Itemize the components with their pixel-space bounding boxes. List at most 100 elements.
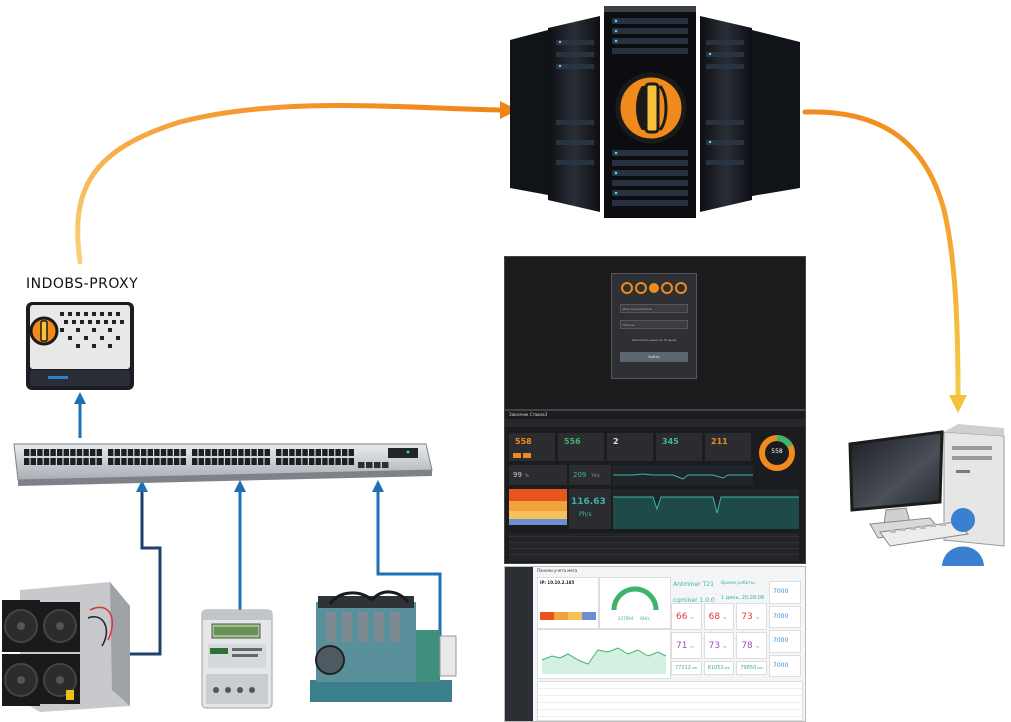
- arrow-server-to-client: [802, 109, 967, 413]
- switch-port: [282, 458, 288, 465]
- switch-port: [289, 458, 295, 465]
- switch-port: [335, 458, 341, 465]
- fan-row: 77212 RPM 81052 RPM 79650 RPM: [671, 661, 768, 675]
- fan-card: 81052 RPM: [703, 661, 735, 675]
- status-bars: [509, 489, 567, 529]
- switch-port: [322, 458, 328, 465]
- temp-unit: °C: [722, 616, 727, 620]
- switch-port: [238, 449, 244, 456]
- uptime-value: 1 день, 20:28:06: [721, 595, 765, 601]
- switch-port: [218, 449, 224, 456]
- link-generator-to-switch: [372, 480, 442, 640]
- dashboard-title: Заказчик СтавлаЗ: [509, 412, 548, 417]
- switch-port: [328, 449, 335, 456]
- sfp-port: [382, 462, 389, 468]
- switch-port: [43, 449, 50, 456]
- kpi-value: 211: [711, 437, 728, 446]
- fan-card: 77212 RPM: [671, 661, 702, 675]
- login-dialog: Имя пользователя Пароль Запомнить меня н…: [611, 273, 697, 379]
- efficiency-unit: %: [525, 473, 529, 478]
- device-title: Панели учета мега: [537, 568, 578, 573]
- fan-unit: RPM: [757, 667, 763, 670]
- switch-port: [192, 449, 198, 456]
- login-button[interactable]: Войти: [620, 352, 688, 362]
- hashrate-big-value: 116.63: [571, 497, 606, 507]
- switch-port: [315, 458, 321, 465]
- temp-card: 68 °C: [703, 603, 735, 630]
- switch-port: [244, 449, 251, 456]
- info-card: IP: 10.10.2.185: [537, 577, 599, 629]
- switch-port: [315, 449, 321, 456]
- switch-port: [147, 458, 153, 465]
- switch-port: [348, 458, 354, 465]
- kpi-value: 345: [662, 437, 679, 446]
- switch-port: [174, 449, 180, 456]
- device-sidebar: [505, 567, 533, 721]
- switch-port: [231, 449, 237, 456]
- ip-label: IP: 10.10.2.185: [540, 580, 575, 585]
- fan-speed-card: 7000: [769, 605, 801, 628]
- switch-port: [24, 449, 30, 456]
- switch-port: [57, 458, 63, 465]
- temp-unit: °C: [755, 645, 759, 649]
- switch-port: [108, 458, 114, 465]
- kpi-value: 558: [515, 437, 532, 446]
- switch-port: [30, 458, 36, 465]
- switch-port: [96, 458, 102, 465]
- switch-port: [141, 449, 147, 456]
- temp-unit: °C: [690, 645, 694, 649]
- switch-ports: [24, 449, 389, 468]
- switch-port: [147, 449, 153, 456]
- hashrate-chart-main: [613, 489, 799, 529]
- switch-port: [83, 458, 89, 465]
- gauge-value: 237094: [618, 616, 634, 621]
- client-computer-icon: [848, 424, 1005, 566]
- dashboard-screenshot: Заказчик СтавлаЗ 558 556 2 345 211 558 9…: [504, 410, 806, 564]
- password-field[interactable]: Пароль: [620, 320, 688, 329]
- fan-speed-value: 7000: [773, 637, 789, 644]
- remember-checkbox[interactable]: Запомнить меня на 30 дней: [631, 338, 677, 342]
- hashrate-big-card: 116.63 Ph/s: [569, 489, 611, 529]
- username-field[interactable]: Имя пользователя: [620, 304, 688, 313]
- switch-port: [167, 449, 173, 456]
- switch-port: [322, 449, 328, 456]
- fan-value: 81052: [707, 665, 724, 671]
- device-log-table: [537, 681, 803, 721]
- fan-value: 77212: [675, 665, 691, 671]
- kpi-value: 2: [613, 437, 619, 446]
- login-screenshot: Имя пользователя Пароль Запомнить меня н…: [504, 256, 806, 410]
- dashboard-tabs: [505, 419, 805, 427]
- logo-glyphs: [620, 280, 688, 296]
- switch-port: [127, 449, 134, 456]
- switch-port: [57, 449, 63, 456]
- switch-port: [96, 449, 102, 456]
- electric-meter-icon: [201, 609, 273, 709]
- switch-port: [90, 458, 96, 465]
- switch-port: [174, 458, 180, 465]
- switch-port: [192, 458, 198, 465]
- device-screenshot: Панели учета мега IP: 10.10.2.185 237094…: [504, 566, 806, 722]
- switch-port: [63, 458, 69, 465]
- switch-port: [90, 449, 96, 456]
- temp-unit: °C: [690, 616, 694, 620]
- switch-port: [127, 458, 134, 465]
- switch-port: [289, 449, 295, 456]
- arrow-proxy-to-server: [75, 101, 518, 265]
- temp-card: 73 °C: [736, 603, 767, 630]
- temp-value: 66: [676, 612, 688, 622]
- kpi-card: 558: [509, 433, 555, 461]
- switch-port: [76, 458, 83, 465]
- switch-port: [231, 458, 237, 465]
- kpi-card: 2: [607, 433, 653, 461]
- switch-port: [114, 458, 120, 465]
- temp-value: 78: [741, 641, 753, 651]
- kpi-card: 345: [656, 433, 702, 461]
- switch-port: [342, 458, 348, 465]
- switch-port: [251, 449, 257, 456]
- proxy-label: INDOBS-PROXY: [26, 276, 139, 292]
- switch-port: [225, 458, 231, 465]
- switch-port: [70, 458, 76, 465]
- switch-port: [114, 449, 120, 456]
- switch-port: [264, 458, 270, 465]
- kpi-row: 558 556 2 345 211: [509, 433, 751, 461]
